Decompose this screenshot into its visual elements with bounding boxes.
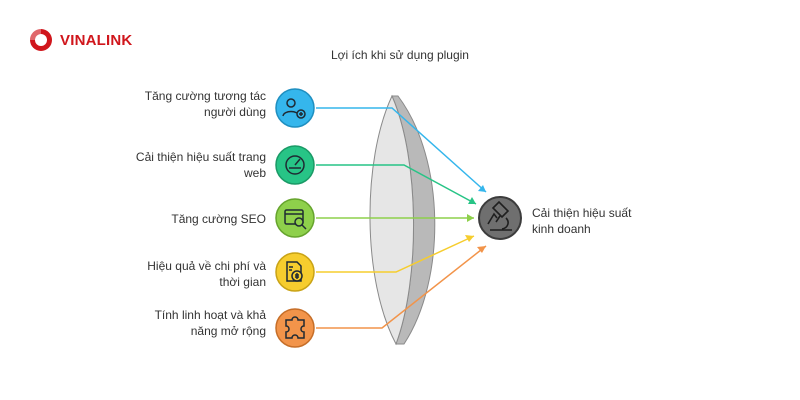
benefit-circle-user-engagement — [275, 88, 315, 128]
benefit-circle-seo — [275, 198, 315, 238]
lens-shape — [369, 94, 436, 346]
vinalink-logo-mark — [30, 29, 52, 51]
vinalink-logo-text: VINALINK — [60, 31, 133, 49]
benefit-circle-cost-time — [275, 252, 315, 292]
user-add-icon — [282, 98, 306, 119]
benefit-label-cost-time: Hiệu quả về chi phí và thời gian — [147, 259, 266, 289]
benefit-label-seo: Tăng cường SEO — [171, 212, 266, 226]
microscope-icon — [487, 200, 512, 231]
vinalink-logo: VINALINK — [28, 26, 132, 54]
arrow-user-engagement — [316, 107, 487, 193]
puzzle-icon — [285, 316, 305, 339]
benefit-label-user-engagement: Tăng cường tương tác người dùng — [144, 89, 266, 119]
arrow-site-performance — [316, 164, 477, 205]
result-circle — [478, 196, 522, 240]
seo-search-icon — [284, 209, 307, 230]
diagram-title: Lợi ích khi sử dụng plugin — [331, 48, 469, 62]
benefit-circle-site-performance — [275, 145, 315, 185]
cost-time-icon — [286, 261, 303, 282]
connector-arrows — [316, 107, 487, 329]
benefit-circle-flexibility — [275, 308, 315, 348]
arrow-flexibility — [316, 245, 487, 329]
benefit-label-flexibility: Tính linh hoạt và khả năng mở rộng — [154, 308, 266, 338]
speedometer-icon — [285, 155, 305, 175]
benefit-label-site-performance: Cải thiện hiệu suất trang web — [135, 150, 266, 180]
arrow-cost-time — [316, 235, 475, 273]
result-label: Cải thiện hiệu suất kinh doanh — [532, 206, 632, 236]
